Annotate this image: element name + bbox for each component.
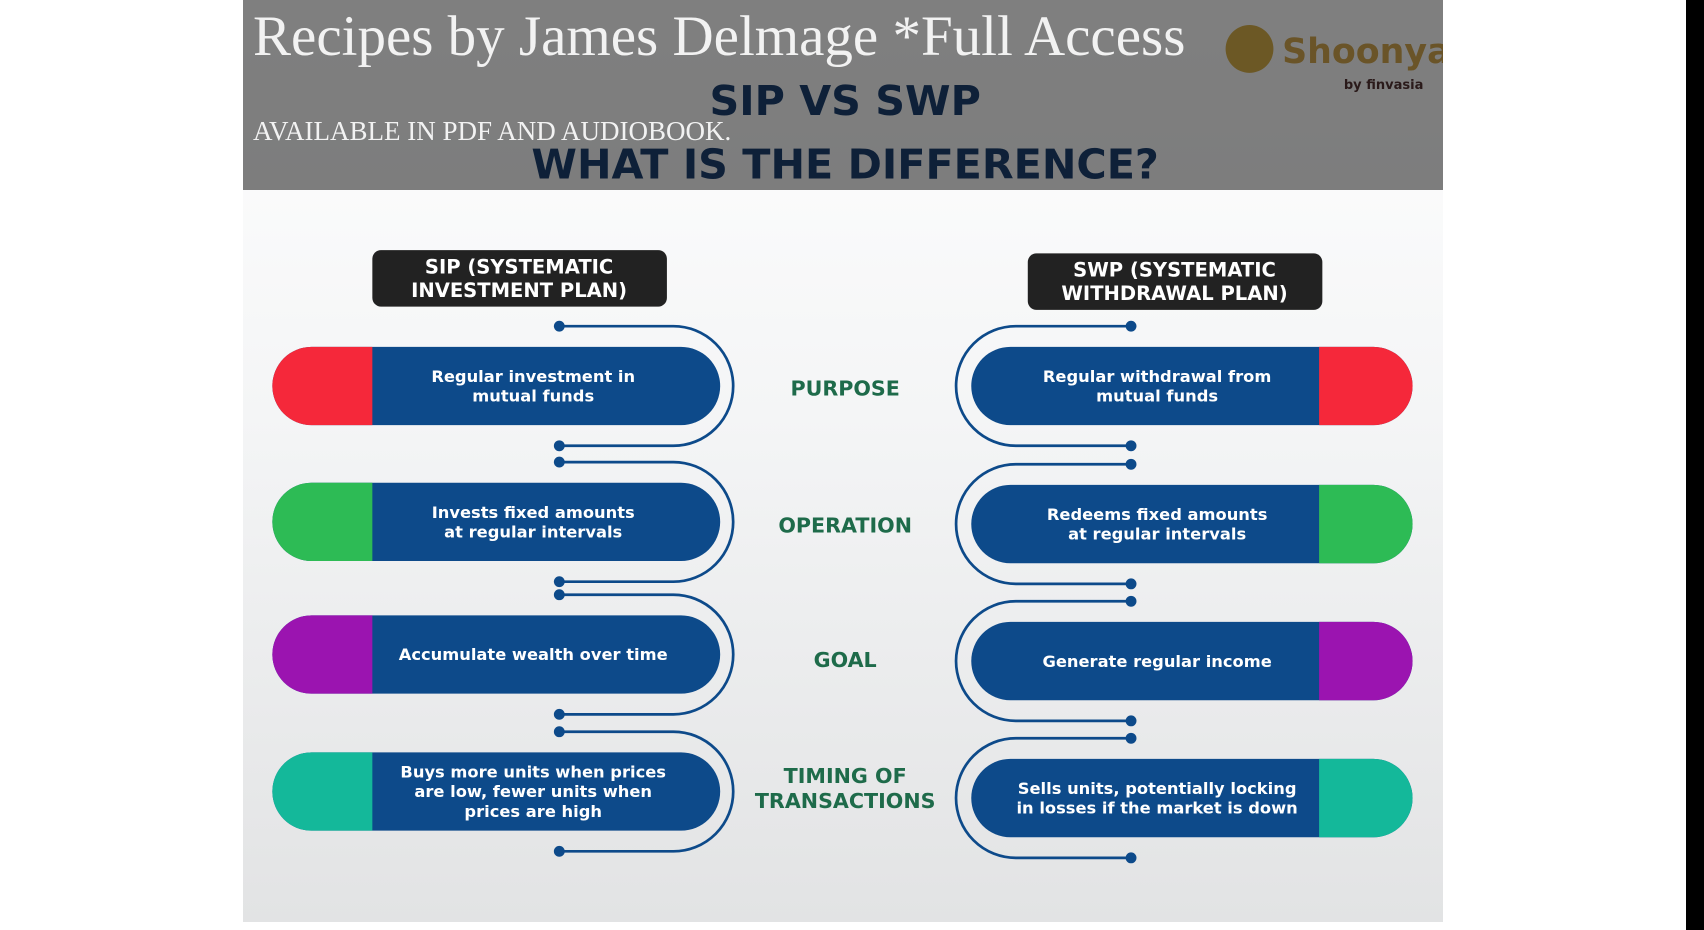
swp-header-text: WITHDRAWAL PLAN) — [1061, 282, 1287, 305]
sip-header-box — [372, 250, 667, 307]
connector-dot — [1125, 852, 1137, 864]
row-category-label: PURPOSE — [790, 376, 899, 400]
swp-row-text: mutual funds — [1096, 386, 1218, 405]
swp-pill — [971, 621, 1413, 701]
sip-pill-color-cap — [272, 752, 373, 831]
connector-dot — [553, 440, 565, 452]
sip-pill — [272, 482, 721, 562]
swp-header-box — [1027, 253, 1323, 310]
connector-dot — [553, 845, 565, 857]
connector-dot — [1125, 458, 1137, 470]
connector-dot — [553, 589, 565, 601]
swp-row-text: Redeems fixed amounts — [1047, 505, 1268, 524]
swp-pill-color-cap — [1319, 346, 1413, 426]
connector-dot — [1125, 320, 1137, 332]
swp-pill — [971, 484, 1413, 564]
swp-row-text: at regular intervals — [1068, 525, 1246, 544]
row-category-label: TRANSACTIONS — [755, 789, 936, 813]
sip-connector-line — [559, 460, 735, 584]
connector-dot — [1125, 440, 1137, 452]
sip-row-text: Invests fixed amounts — [432, 503, 635, 522]
connector-dot — [553, 708, 565, 720]
connector-dot — [1125, 732, 1137, 744]
sip-row-text: Regular investment in — [431, 367, 635, 386]
swp-connector-line — [954, 462, 1132, 586]
sip-connector-line — [559, 324, 735, 448]
page-subtitle: AVAILABLE IN PDF AND AUDIOBOOK. — [253, 116, 732, 146]
swp-pill-color-cap — [1319, 758, 1413, 838]
swp-header-text: SWP (SYSTEMATIC — [1073, 259, 1276, 282]
swp-connector-line — [954, 599, 1132, 723]
connector-dot — [1125, 595, 1137, 607]
sip-row-text: at regular intervals — [444, 522, 622, 541]
sip-pill — [272, 615, 721, 694]
sip-header-text: SIP (SYSTEMATIC — [425, 255, 613, 278]
sip-row-text: are low, fewer units when — [414, 782, 652, 801]
scrollbar[interactable] — [1686, 0, 1704, 930]
swp-pill-color-cap — [1319, 621, 1413, 701]
swp-pill — [971, 346, 1413, 426]
sip-pill-color-cap — [272, 615, 373, 694]
connector-dot — [1125, 715, 1137, 727]
swp-connector-line — [954, 324, 1132, 448]
swp-row-text: in losses if the market is down — [1016, 799, 1297, 818]
row-category-label: OPERATION — [778, 513, 912, 537]
sip-pill-color-cap — [272, 482, 373, 562]
connector-dot — [553, 456, 565, 468]
sip-pill — [272, 752, 721, 831]
swp-connector-line — [954, 736, 1132, 860]
sip-row-text: prices are high — [464, 802, 602, 821]
connector-dot — [553, 576, 565, 588]
swp-row-text: Generate regular income — [1042, 652, 1271, 671]
sip-row-text: Accumulate wealth over time — [399, 645, 668, 664]
sip-pill — [272, 346, 721, 426]
swp-row-text: Regular withdrawal from — [1043, 367, 1271, 386]
sip-row-text: Buys more units when prices — [400, 763, 666, 782]
connector-dot — [1125, 578, 1137, 590]
sip-connector-line — [559, 593, 735, 716]
sip-connector-line — [559, 730, 735, 853]
sip-row-text: mutual funds — [472, 386, 594, 405]
connector-dot — [553, 726, 565, 738]
swp-pill — [971, 758, 1413, 838]
sip-header-text: INVESTMENT PLAN) — [411, 279, 627, 302]
sip-pill-color-cap — [272, 346, 373, 426]
row-category-label: GOAL — [814, 648, 877, 672]
swp-pill-color-cap — [1319, 484, 1413, 564]
page-title[interactable]: Recipes by James Delmage *Full Access — [253, 5, 1186, 68]
row-category-label: TIMING OF — [784, 764, 907, 788]
connector-dot — [553, 320, 565, 332]
swp-row-text: Sells units, potentially locking — [1018, 779, 1297, 798]
